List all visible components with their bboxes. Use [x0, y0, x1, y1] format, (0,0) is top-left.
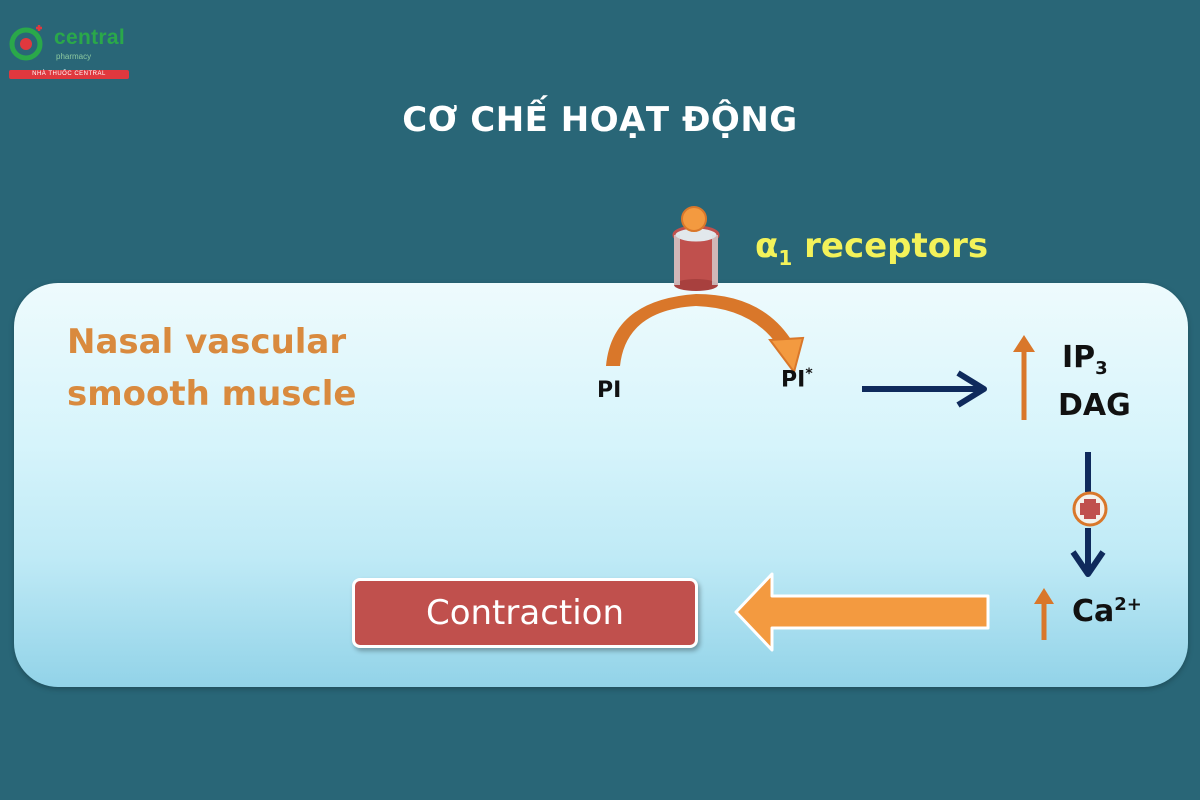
- messenger-ip3-sub: 3: [1095, 358, 1108, 379]
- product-mark: *: [805, 366, 813, 382]
- logo-name: central: [54, 26, 125, 49]
- tissue-label: Nasal vascular smooth muscle: [67, 316, 356, 420]
- tissue-label-line1: Nasal vascular: [67, 322, 347, 362]
- calcium-charge: 2+: [1114, 594, 1142, 615]
- logo-mark-icon: [9, 25, 43, 61]
- receptor-label: α1 receptors: [755, 226, 988, 270]
- increase-arrow-ip3: [1013, 335, 1035, 420]
- receptor-text: receptors: [792, 226, 989, 266]
- tissue-label-line2: smooth muscle: [67, 374, 357, 414]
- product-name: PI: [781, 367, 806, 393]
- logo-banner: NHÀ THUỐC CENTRAL: [9, 70, 129, 79]
- messenger-ip3-name: IP: [1062, 340, 1096, 375]
- calcium-name: Ca: [1072, 594, 1115, 629]
- contraction-box: Contraction: [352, 578, 698, 648]
- activation-arrow: [862, 370, 987, 408]
- receptor-symbol: α: [755, 226, 779, 266]
- plus-icon: [1072, 491, 1108, 527]
- messenger-dag: DAG: [1058, 388, 1131, 423]
- central-pharmacy-logo: central pharmacy NHÀ THUỐC CENTRAL: [6, 20, 130, 82]
- messenger-ip3: IP3: [1062, 340, 1108, 379]
- conversion-arrow: [606, 294, 805, 375]
- receptor-shape: [672, 225, 720, 291]
- logo-subtitle: pharmacy: [56, 52, 92, 61]
- ligand-circle: [681, 206, 707, 232]
- increase-arrow-calcium: [1034, 588, 1054, 640]
- receptor-subscript: 1: [778, 245, 793, 270]
- calcium-label: Ca2+: [1072, 594, 1142, 629]
- product-label: PI*: [781, 366, 813, 392]
- substrate-label: PI: [597, 378, 622, 403]
- stimulation-arrow: [1070, 452, 1106, 577]
- page-title: CƠ CHẾ HOẠT ĐỘNG: [402, 100, 798, 140]
- result-arrow: [734, 572, 990, 652]
